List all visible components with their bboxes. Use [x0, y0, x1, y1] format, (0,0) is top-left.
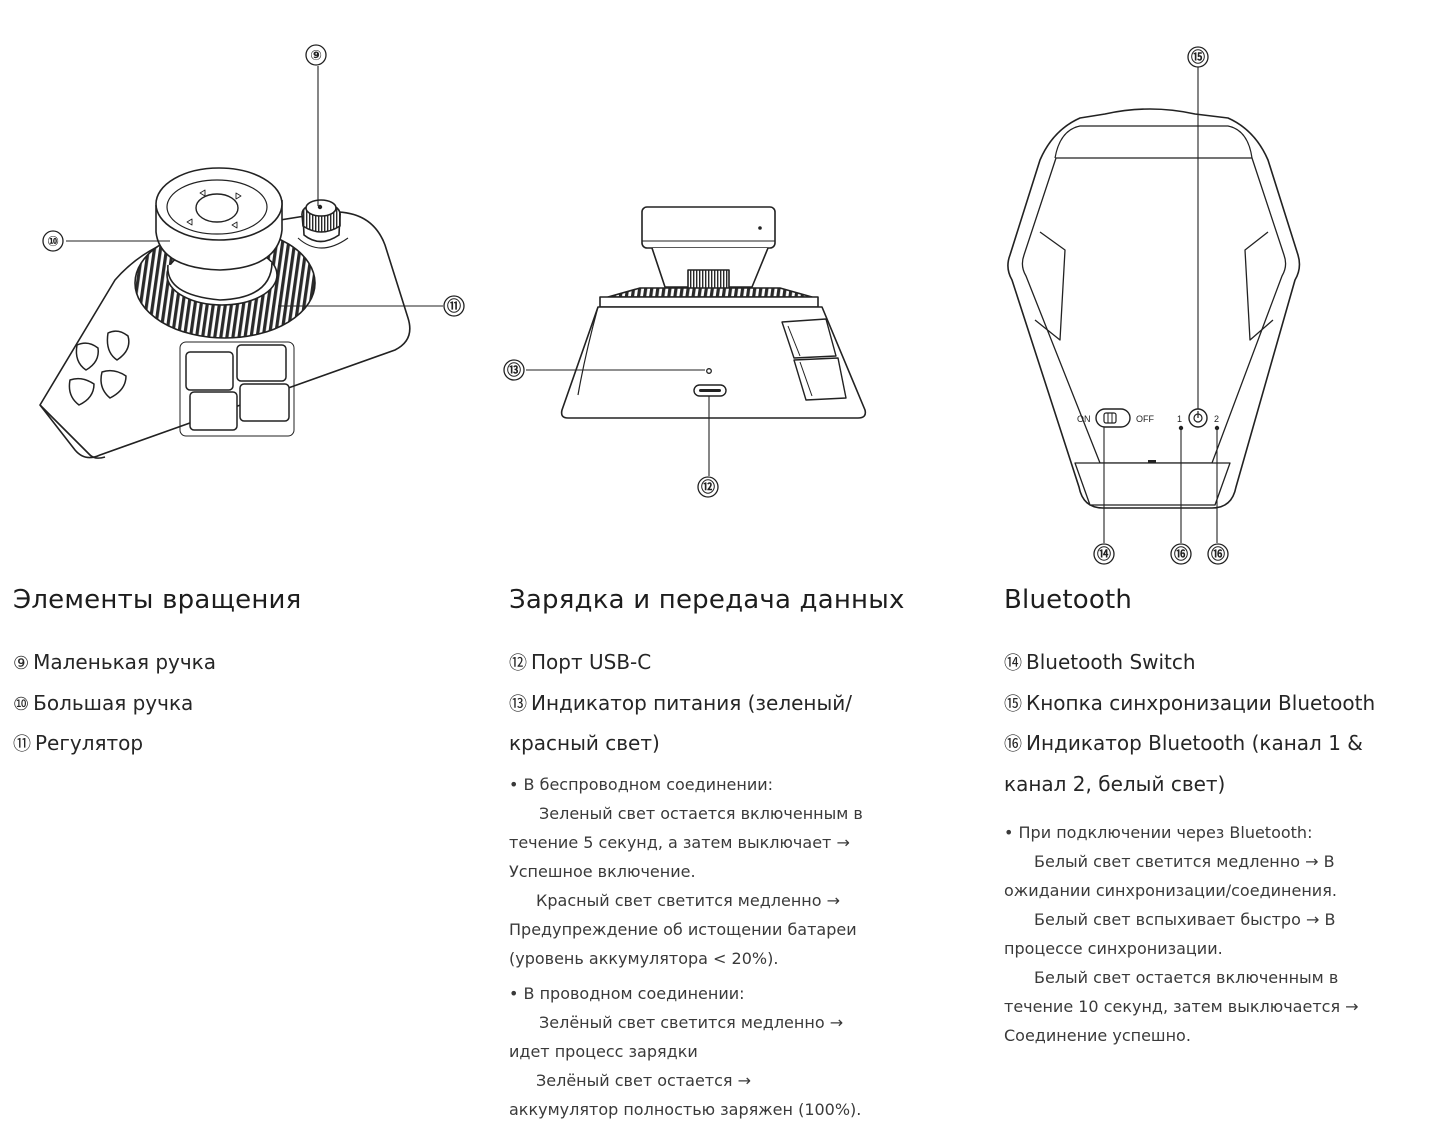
callout-circle-9 [305, 44, 327, 66]
callout-circle-11 [443, 295, 465, 317]
rotation-title: Элементы вращения [13, 585, 302, 615]
note-line: течение 5 секунд, а затем выключает → [509, 832, 850, 852]
note-line: Белый свет вспыхивает быстро → В [1004, 905, 1434, 934]
note-line: Зелёный свет остается → [509, 1066, 979, 1095]
item-number: ⑮ [1004, 693, 1022, 715]
device-side-figure [503, 206, 867, 498]
item-number: ⑪ [13, 734, 31, 755]
note-line: течение 10 секунд, затем выключается → [1004, 997, 1359, 1016]
note-line: Красный свет светится медленно → [509, 886, 979, 915]
callout-10-label: ⑩ [47, 234, 59, 250]
note-text: Белый свет остается включенным в [1034, 968, 1339, 987]
device-perspective-figure [39, 44, 465, 459]
note-line: ожидании синхронизации/соединения. [1004, 881, 1337, 900]
item-number: ⑭ [1004, 653, 1022, 674]
switch-off-label: OFF [1136, 414, 1154, 424]
channel-2-label: 2 [1214, 414, 1219, 424]
item-label: Порт USB-C [531, 650, 652, 674]
callout-11-label: ⑪ [447, 298, 461, 315]
wired-heading: • В проводном соединении: [509, 983, 745, 1003]
device-bottom-figure [1007, 46, 1301, 565]
switch-on-label: ON [1077, 414, 1091, 424]
note-text: Белый свет вспыхивает быстро → В [1034, 910, 1336, 929]
power-indicator [706, 368, 712, 374]
note-line: Предупреждение об истощении батареи [509, 919, 857, 939]
callout-circle-16b [1207, 543, 1229, 565]
callout-14-label: ⑭ [1097, 546, 1111, 563]
channel-2-indicator [1214, 425, 1220, 431]
note-line: Белый свет остается включенным в [1004, 963, 1434, 992]
note-text: Зелёный свет светится медленно → [539, 1012, 844, 1032]
item-label: Индикатор питания (зеленый/ красный свет… [509, 690, 853, 756]
callout-12-label: ⑫ [701, 479, 715, 496]
callout-circle-12 [697, 476, 719, 498]
small-knob [297, 199, 349, 249]
side-knob-cap [641, 206, 776, 249]
callout-9-label: ⑨ [310, 48, 322, 64]
note-line: Соединение успешно. [1004, 1026, 1191, 1045]
square-button-grid [179, 341, 295, 437]
item-number: ⑫ [509, 653, 527, 674]
note-line: Белый свет светится медленно → В [1004, 847, 1434, 876]
note-line: Зеленый свет остается включенным в [509, 799, 979, 828]
callout-circle-10 [42, 230, 64, 252]
note-line: (уровень аккумулятора < 20%). [509, 948, 779, 968]
item-number: ⑨ [13, 653, 30, 674]
device-diagrams: ⑨ ⑩ ⑪ ⑬ [39, 44, 1301, 565]
dpad-buttons [68, 330, 130, 406]
note-line: аккумулятор полностью заряжен (100%). [509, 1099, 862, 1119]
callout-16b-label: ⑯ [1211, 546, 1225, 563]
side-buttons [781, 318, 847, 401]
item-label: Регулятор [35, 731, 144, 755]
item-number: ⑩ [13, 693, 30, 715]
channel-1-label: 1 [1177, 414, 1182, 424]
callout-circle-16a [1170, 543, 1192, 565]
note-line: Успешное включение. [509, 861, 696, 881]
callout-circle-14 [1093, 543, 1115, 565]
item-label: Кнопка синхронизации Bluetooth [1026, 690, 1376, 715]
item-label: Маленькая ручка [33, 650, 217, 674]
channel-1-indicator [1178, 425, 1184, 431]
note-line: Зелёный свет светится медленно → [509, 1008, 979, 1037]
note-text: Красный свет светится медленно → [536, 890, 841, 910]
bluetooth-title: Bluetooth [1004, 585, 1133, 615]
bluetooth-heading: • При подключении через Bluetooth: [1004, 823, 1313, 842]
charging-title: Зарядка и передача данных [509, 585, 905, 615]
note-line: процессе синхронизации. [1004, 939, 1223, 958]
callout-16a-label: ⑯ [1174, 546, 1188, 563]
wireless-heading: • В беспроводном соединении: [509, 774, 774, 794]
note-text: Зелёный свет остается → [536, 1070, 752, 1090]
item-number: ⑯ [1004, 734, 1022, 755]
item-label: Большая ручка [33, 690, 194, 715]
item-label: Bluetooth Switch [1026, 650, 1196, 674]
callout-15-label: ⑮ [1191, 49, 1205, 66]
callout-circle-15 [1187, 46, 1209, 68]
item-number: ⑬ [509, 693, 527, 715]
note-text: Зеленый свет остается включенным в [539, 803, 863, 823]
callout-circle-13 [503, 359, 525, 381]
item-label: Индикатор Bluetooth (канал 1 & канал 2, … [1004, 731, 1363, 796]
note-text: Белый свет светится медленно → В [1034, 852, 1335, 871]
note-line: идет процесс зарядки [509, 1041, 698, 1061]
callout-13-label: ⑬ [507, 362, 521, 379]
